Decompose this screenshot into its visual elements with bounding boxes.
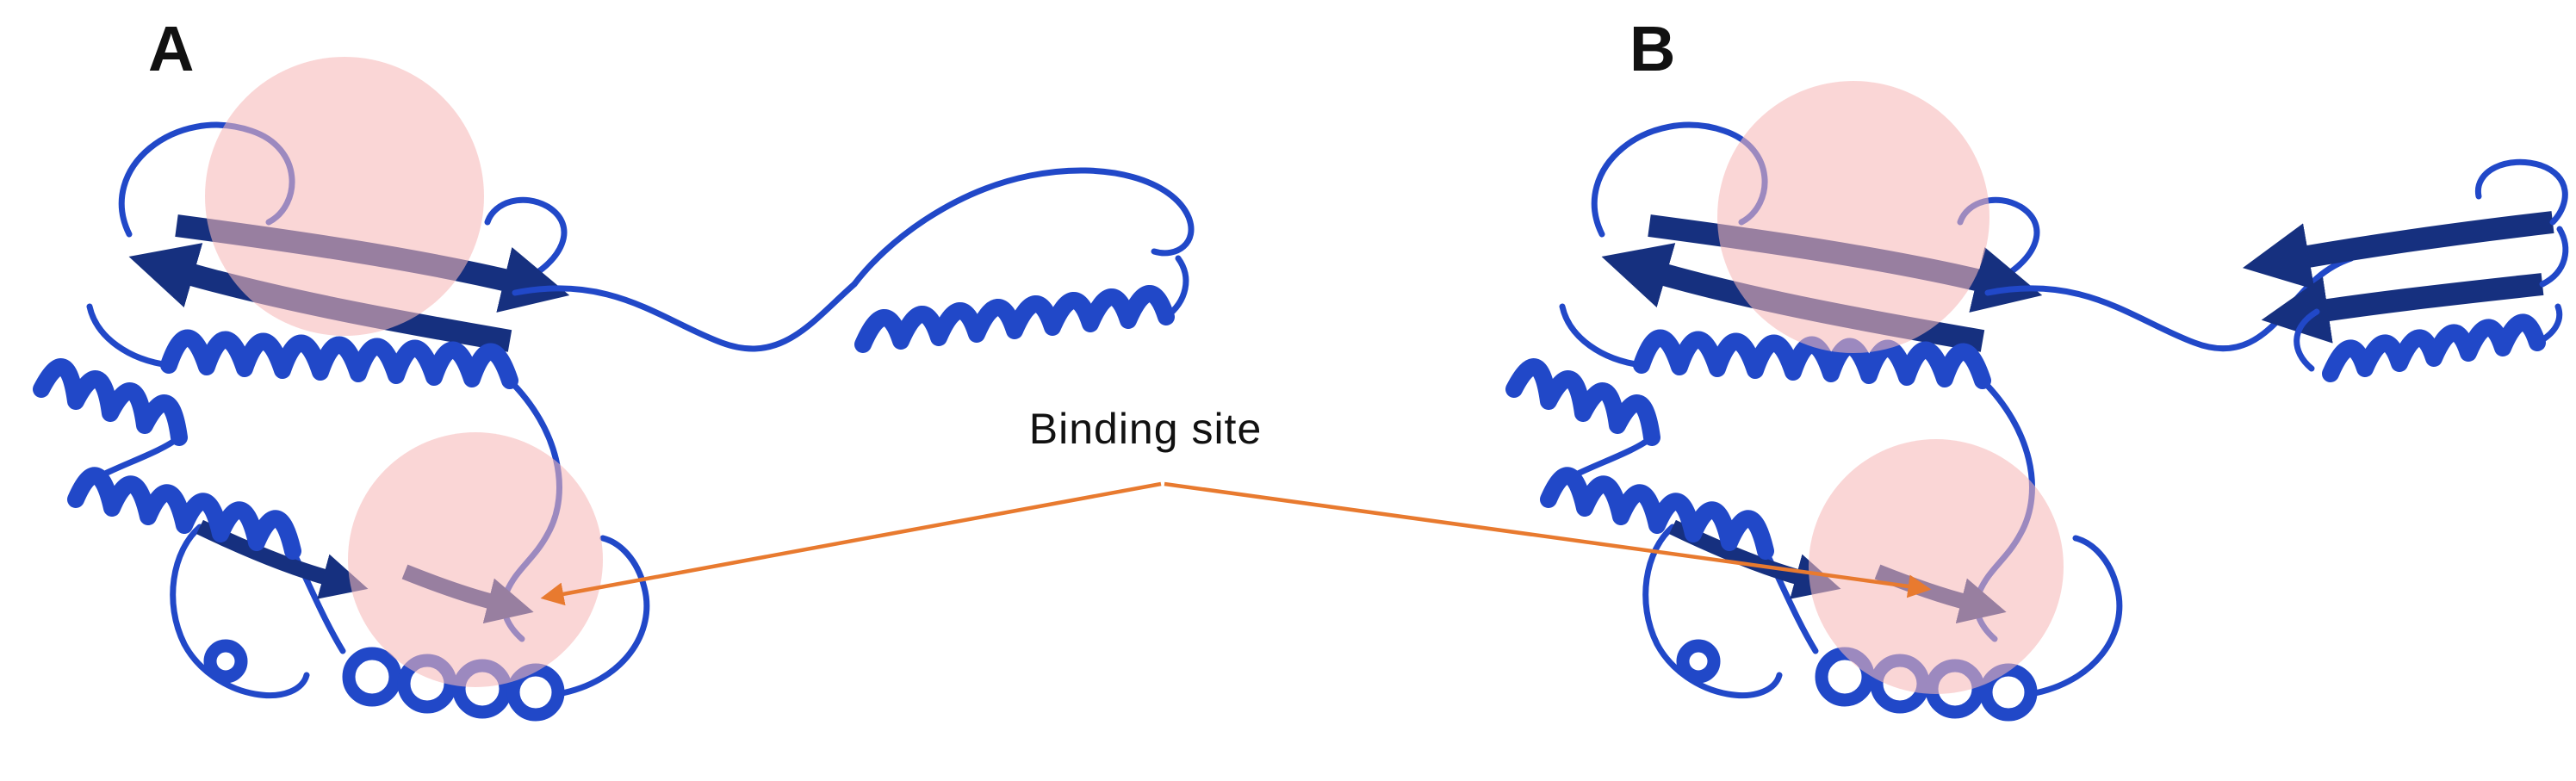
binding-site-arrow-right xyxy=(1164,481,1932,598)
loop-ribbon xyxy=(2534,303,2563,346)
beta-strand xyxy=(2242,211,2554,290)
panel-label-b: B xyxy=(1629,13,1675,84)
loop-ribbon xyxy=(2474,158,2568,226)
highlight-circle-a-binding xyxy=(348,432,603,687)
protein-b-small-domain xyxy=(1984,158,2569,382)
binding-site-annotation: Binding site xyxy=(540,405,1932,606)
highlight-circle-a-top xyxy=(205,57,484,336)
loop-ribbon xyxy=(2294,308,2320,372)
alpha-helix xyxy=(2322,313,2546,382)
interdomain-linker xyxy=(1984,285,2291,352)
highlight-circle-b-top xyxy=(1717,81,1989,353)
protein-structure-b xyxy=(1514,125,2569,715)
highlight-circle-b-binding xyxy=(1809,439,2064,694)
panel-label-a: A xyxy=(148,13,194,84)
loop-ribbon xyxy=(851,167,1195,288)
alpha-helix xyxy=(854,285,1175,353)
protein-structure-a xyxy=(41,125,1195,715)
binding-site-label: Binding site xyxy=(1029,405,1263,453)
binding-site-arrow-left xyxy=(540,481,1162,606)
beta-strand xyxy=(2261,273,2544,344)
loop-ribbon xyxy=(1163,255,1189,320)
loop-ribbon xyxy=(2539,226,2569,288)
interdomain-linker xyxy=(512,281,858,352)
protein-a-small-domain xyxy=(512,167,1195,353)
